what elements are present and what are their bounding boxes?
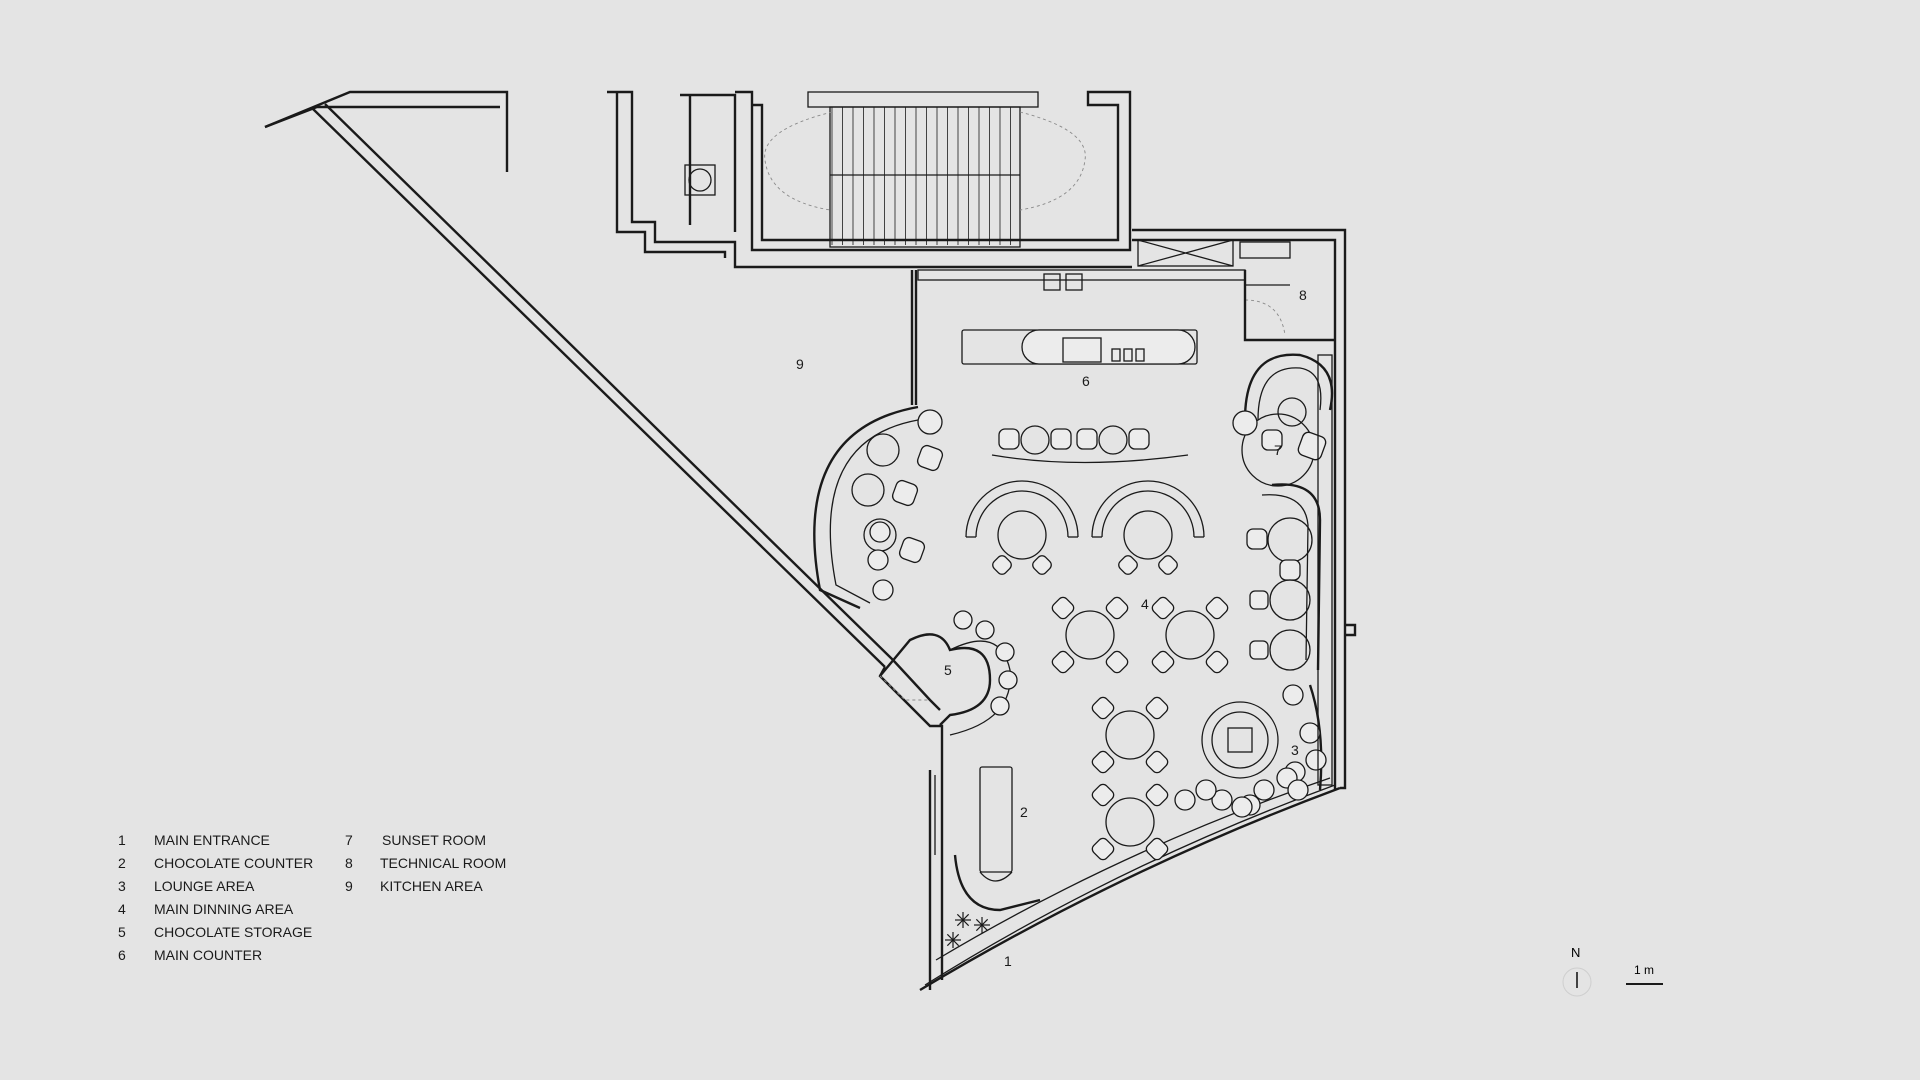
lounge-area: [1174, 684, 1327, 818]
legend: 1 MAIN ENTRANCE 2 CHOCOLATE COUNTER 3 LO…: [118, 832, 506, 963]
legend-item: 2 CHOCOLATE COUNTER: [118, 855, 313, 871]
room-label-2: 2: [1020, 804, 1028, 820]
svg-text:SUNSET ROOM: SUNSET ROOM: [382, 832, 486, 848]
chocolate-storage: [879, 610, 1018, 736]
plant-icons: [945, 912, 990, 948]
svg-text:MAIN DINNING AREA: MAIN DINNING AREA: [154, 901, 294, 917]
svg-text:KITCHEN AREA: KITCHEN AREA: [380, 878, 483, 894]
legend-item: 8 TECHNICAL ROOM: [345, 855, 506, 871]
room-label-7: 7: [1274, 442, 1282, 458]
room-label-6: 6: [1082, 373, 1090, 389]
room-label-1: 1: [1004, 953, 1012, 969]
legend-item: 3 LOUNGE AREA: [118, 878, 255, 894]
svg-text:MAIN COUNTER: MAIN COUNTER: [154, 947, 262, 963]
room-labels: 1 2 3 4 5 6 7 8 9: [796, 287, 1307, 969]
svg-text:4: 4: [118, 901, 126, 917]
scale-label: 1 m: [1634, 963, 1654, 977]
svg-text:8: 8: [345, 855, 353, 871]
service-blocks: [684, 164, 1335, 342]
svg-text:9: 9: [345, 878, 353, 894]
curved-banquette-left: [813, 405, 944, 610]
svg-text:3: 3: [118, 878, 126, 894]
svg-text:CHOCOLATE COUNTER: CHOCOLATE COUNTER: [154, 855, 313, 871]
svg-text:MAIN ENTRANCE: MAIN ENTRANCE: [154, 832, 270, 848]
legend-item: 5 CHOCOLATE STORAGE: [118, 924, 312, 940]
staircase: [764, 91, 1086, 248]
scale-bar: 1 m: [1626, 963, 1663, 985]
legend-item: 4 MAIN DINNING AREA: [118, 901, 294, 917]
legend-item: 1 MAIN ENTRANCE: [118, 832, 270, 848]
legend-item: 7 SUNSET ROOM: [345, 832, 486, 848]
north-label: N: [1571, 945, 1580, 960]
sunset-room: [1232, 353, 1334, 786]
svg-text:CHOCOLATE STORAGE: CHOCOLATE STORAGE: [154, 924, 312, 940]
svg-text:7: 7: [345, 832, 353, 848]
room-label-4: 4: [1141, 596, 1149, 612]
svg-text:LOUNGE AREA: LOUNGE AREA: [154, 878, 255, 894]
svg-text:6: 6: [118, 947, 126, 963]
svg-text:5: 5: [118, 924, 126, 940]
chocolate-counter: [934, 766, 1041, 912]
room-label-3: 3: [1291, 742, 1299, 758]
north-arrow-icon: N: [1562, 945, 1592, 997]
right-booths: [1246, 517, 1313, 671]
room-label-9: 9: [796, 356, 804, 372]
legend-item: 9 KITCHEN AREA: [345, 878, 483, 894]
main-counter: [917, 269, 1246, 365]
dining-tables: [1051, 596, 1229, 861]
svg-text:2: 2: [118, 855, 126, 871]
exterior-walls: [264, 90, 1357, 992]
legend-item: 6 MAIN COUNTER: [118, 947, 262, 963]
svg-text:1: 1: [118, 832, 126, 848]
room-label-8: 8: [1299, 287, 1307, 303]
svg-text:TECHNICAL ROOM: TECHNICAL ROOM: [380, 855, 506, 871]
room-label-5: 5: [944, 662, 952, 678]
round-booths: [965, 480, 1205, 575]
bar-stools: [991, 425, 1189, 464]
